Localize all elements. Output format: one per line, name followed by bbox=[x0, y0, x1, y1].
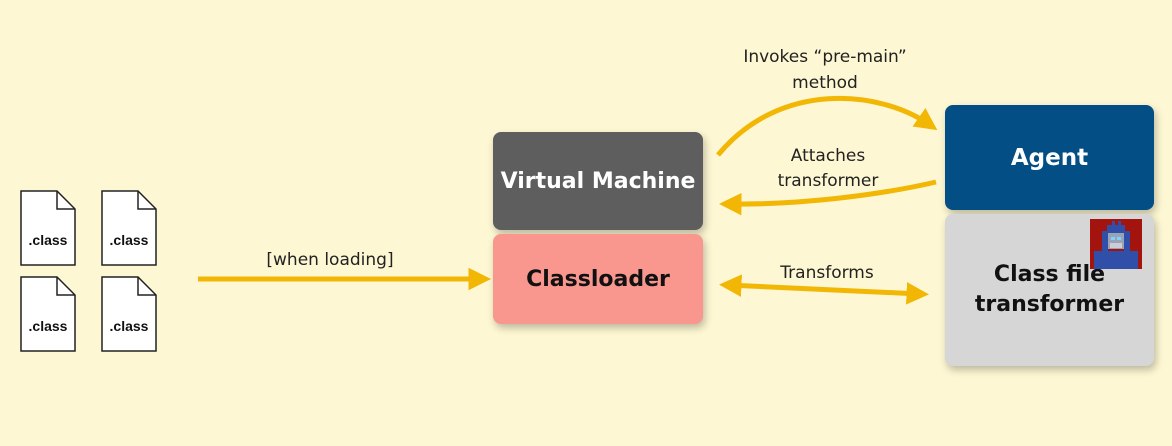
file-icon bbox=[20, 190, 76, 266]
file-icon bbox=[101, 190, 157, 266]
agent-node: Agent bbox=[945, 105, 1154, 210]
file-icon bbox=[101, 276, 157, 352]
file-label: .class bbox=[109, 318, 149, 334]
class-file: .class bbox=[20, 276, 76, 352]
edge-label-transforms: Transforms bbox=[780, 263, 874, 283]
arrow-transforms bbox=[719, 274, 929, 305]
edge-label-attaches-line1: Attaches bbox=[790, 146, 866, 166]
edge-label-attaches-line2: transformer bbox=[777, 171, 879, 191]
classloader-node: Classloader bbox=[493, 234, 703, 324]
agent-label: Agent bbox=[1010, 144, 1089, 171]
edge-label-invokes-line1: Invokes “pre-main” bbox=[743, 47, 907, 67]
file-label: .class bbox=[28, 232, 68, 248]
file-label: .class bbox=[28, 318, 68, 334]
virtual-machine-label: Virtual Machine bbox=[500, 168, 696, 194]
virtual-machine-node: Virtual Machine bbox=[493, 132, 703, 230]
file-label: .class bbox=[109, 232, 149, 248]
edge-label-when-loading: [when loading] bbox=[266, 250, 394, 270]
file-icon bbox=[20, 276, 76, 352]
arrow-attaches-transformer bbox=[719, 179, 937, 216]
arrow-invokes-premain bbox=[716, 95, 938, 157]
edge-label-invokes-line2: method bbox=[792, 73, 858, 93]
class-file: .class bbox=[101, 276, 157, 352]
robot-icon bbox=[1090, 219, 1142, 269]
class-file: .class bbox=[101, 190, 157, 266]
classloader-label: Classloader bbox=[526, 266, 670, 292]
class-file: .class bbox=[20, 190, 76, 266]
class-file-transformer-label: Class file transformer bbox=[974, 262, 1125, 317]
